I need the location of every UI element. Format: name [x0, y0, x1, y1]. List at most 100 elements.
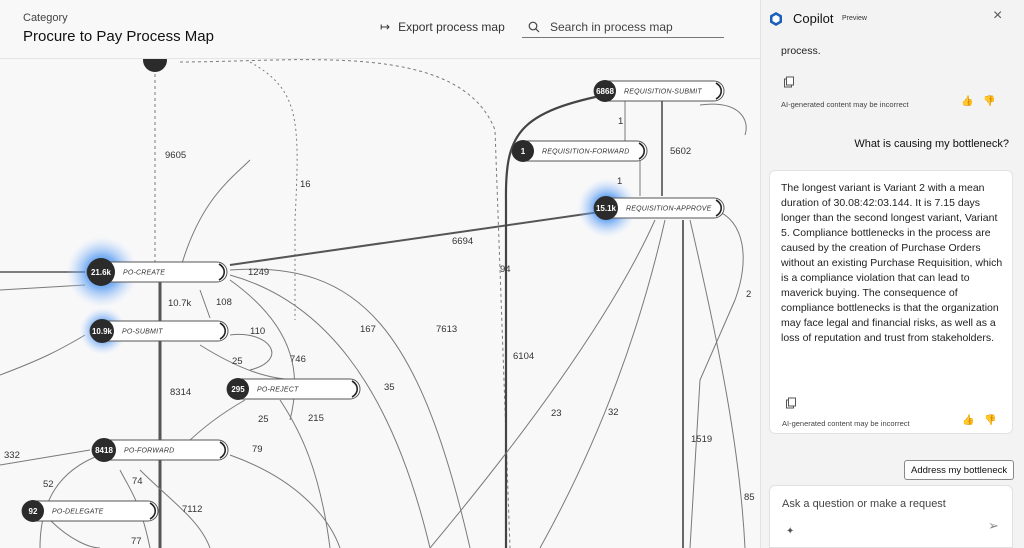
edge-label: 332: [4, 450, 20, 461]
search-placeholder: Search in process map: [550, 19, 673, 34]
node-count-badge: [90, 319, 114, 343]
assistant-answer-card: The longest variant is Variant 2 with a …: [769, 170, 1013, 434]
edge: [184, 399, 246, 446]
send-icon[interactable]: ➢: [988, 518, 999, 533]
edge: [229, 274, 431, 548]
node-po-forward[interactable]: 8418 PO-FORWARD: [91, 438, 229, 462]
node-count: 15.1k: [596, 204, 617, 213]
node-po-create[interactable]: 21.6k PO-CREATE: [86, 258, 228, 286]
search-icon: [528, 21, 540, 32]
node-end-marker: [715, 199, 723, 217]
arrow-export-icon: ↦: [380, 20, 391, 34]
node-end-marker: [219, 322, 227, 340]
edge: [0, 449, 91, 466]
edge-label: 9605: [165, 150, 186, 161]
node-count-badge: [512, 140, 534, 162]
ai-disclaimer: AI-generated content may be incorrect: [781, 100, 909, 109]
edge-label: 7613: [436, 324, 457, 335]
edge-label: 52: [43, 479, 54, 490]
edge: [179, 159, 251, 271]
node-po-delegate[interactable]: 92 PO-DELEGATE: [21, 500, 159, 522]
edge: [689, 209, 744, 548]
node-end-marker: [149, 502, 157, 520]
node-end-marker: [638, 142, 646, 160]
export-process-map-button[interactable]: ↦ Export process map: [380, 20, 505, 34]
edge-label: 94: [500, 264, 511, 275]
node-count: 1: [521, 147, 526, 156]
edge: [139, 469, 211, 548]
node-count: 6868: [596, 87, 614, 96]
node-count: 10.9k: [92, 327, 113, 336]
edge: [699, 103, 747, 136]
node-count-badge: [594, 80, 616, 102]
edge-label: 746: [290, 354, 306, 365]
edge: [229, 268, 471, 548]
close-icon[interactable]: ×: [993, 7, 1003, 24]
edge-label: 167: [360, 324, 376, 335]
thumbs-down-icon[interactable]: 👎: [984, 415, 997, 426]
chat-input-placeholder: Ask a question or make a request: [782, 498, 946, 510]
sparkle-icon[interactable]: ✦: [786, 526, 795, 537]
edge-label: 1: [618, 116, 623, 127]
map-toolbar: Category Procure to Pay Process Map ↦ Ex…: [0, 0, 760, 59]
node-count-badge: [92, 438, 116, 462]
edge-label: 25: [258, 414, 269, 425]
node-count: 92: [29, 507, 38, 516]
export-label: Export process map: [398, 20, 505, 34]
edge: [229, 454, 341, 548]
node-name: PO-DELEGATE: [52, 509, 104, 516]
node-count: 295: [231, 385, 245, 394]
node-end-marker: [351, 380, 359, 398]
ai-disclaimer: AI-generated content may be incorrect: [782, 419, 910, 428]
thumbs-down-icon[interactable]: 👎: [983, 96, 996, 107]
edge-label: 108: [216, 297, 232, 308]
edge: [689, 219, 746, 548]
edge-label: 79: [252, 444, 263, 455]
edge-label: 5602: [670, 146, 691, 157]
edge-label: 77: [131, 536, 142, 547]
copilot-title: Copilot: [793, 11, 834, 26]
search-input[interactable]: Search in process map: [522, 16, 724, 38]
copilot-logo-icon: [770, 12, 782, 26]
edge-label: 85: [744, 492, 755, 503]
preview-badge: Preview: [842, 15, 867, 22]
edge-label: 110: [250, 326, 265, 337]
node-count: 21.6k: [91, 268, 112, 277]
copy-icon[interactable]: [785, 397, 797, 409]
edge: [504, 89, 626, 548]
node-end-marker: [715, 82, 723, 100]
edge-label: 32: [608, 407, 619, 418]
node-end-marker: [219, 441, 227, 459]
suggestion-chip[interactable]: Address my bottleneck: [904, 460, 1015, 480]
chat-input[interactable]: Ask a question or make a request ✦ ➢: [769, 485, 1013, 548]
node-count-badge: [87, 258, 115, 286]
copilot-header: Copilot Preview ×: [761, 0, 1024, 40]
node-count: 8418: [95, 446, 113, 455]
edge: [229, 333, 273, 371]
edge: [279, 399, 331, 548]
node-name: PO-FORWARD: [124, 448, 174, 455]
edge-label: 1519: [691, 434, 712, 445]
node-name: PO-CREATE: [123, 270, 165, 277]
thumbs-up-icon[interactable]: 👍: [962, 415, 975, 426]
thumbs-up-icon[interactable]: 👍: [961, 96, 974, 107]
edge: [49, 519, 101, 548]
edge-label: 23: [551, 408, 562, 419]
edge-label: 1249: [248, 267, 269, 278]
edge: [539, 219, 666, 548]
edge-label: 6104: [513, 351, 534, 362]
edge: [229, 279, 296, 421]
copilot-panel: Copilot Preview × process. AI-generated …: [760, 0, 1024, 548]
edge: [119, 469, 151, 548]
previous-message-tail: process.: [781, 45, 821, 57]
assistant-answer: The longest variant is Variant 2 with a …: [781, 182, 1003, 344]
copy-icon[interactable]: [783, 76, 795, 88]
node-count-badge: [594, 196, 618, 220]
